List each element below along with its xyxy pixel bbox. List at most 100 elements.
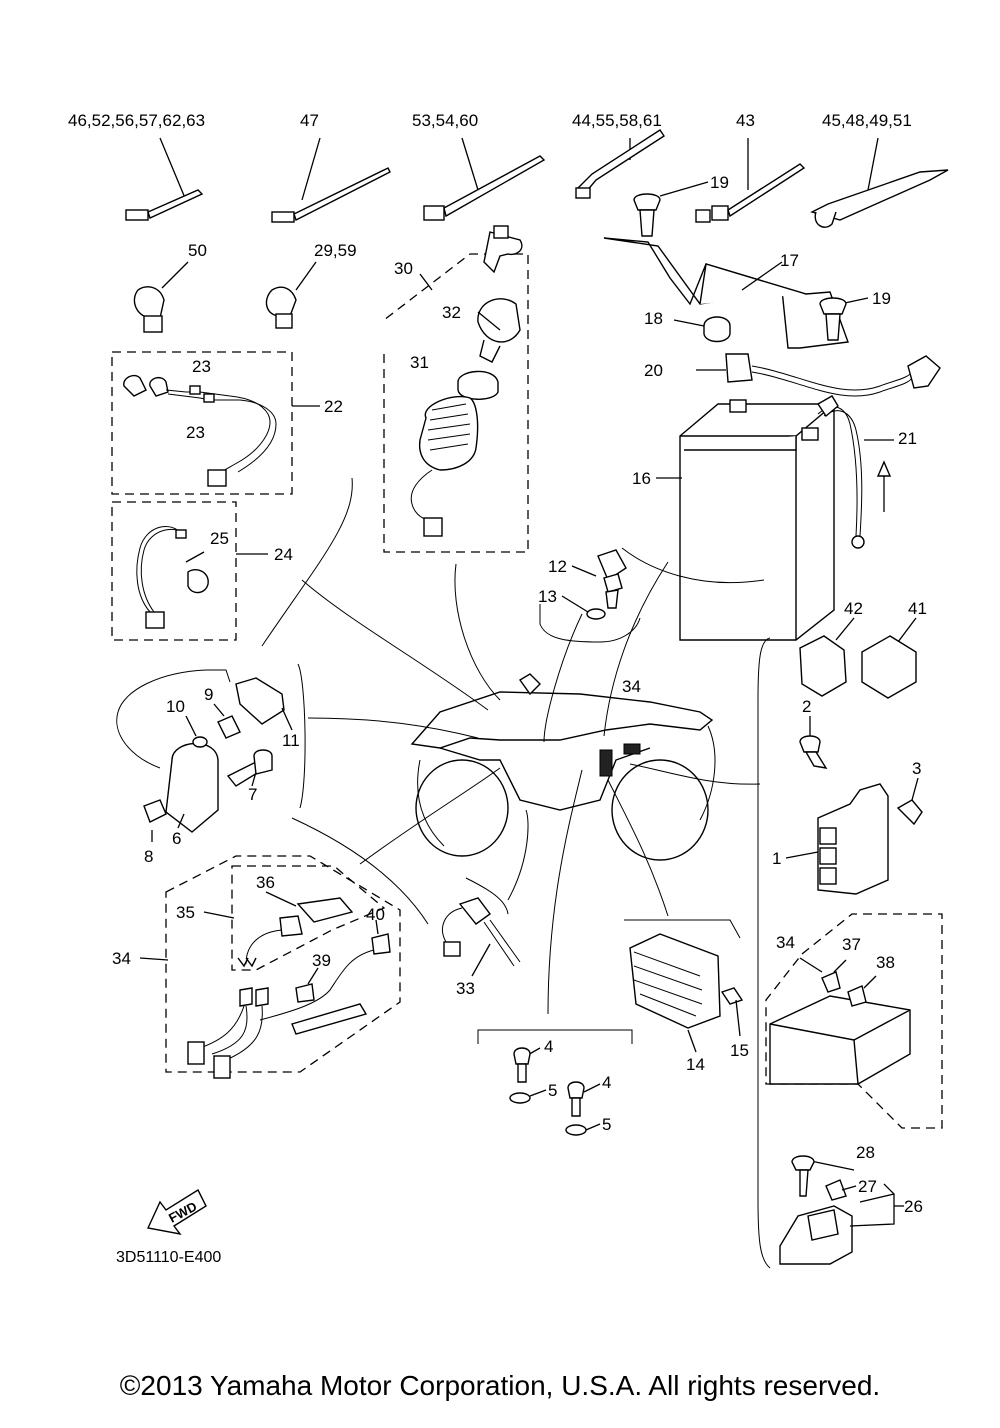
callout-30: 30	[394, 259, 413, 278]
callout-39: 39	[312, 951, 331, 970]
callout-labels: 46,52,56,57,62,63 47 53,54,60 44,55,58,6…	[68, 111, 927, 1216]
callout-1: 1	[772, 849, 781, 868]
callout-42: 42	[844, 599, 863, 618]
callout-26: 26	[904, 1197, 923, 1216]
callout-23b: 23	[186, 423, 205, 442]
leader-lines	[261, 477, 765, 1015]
callout-15: 15	[730, 1041, 749, 1060]
callout-45: 45,48,49,51	[822, 111, 912, 130]
callout-7: 7	[248, 785, 257, 804]
callout-11: 11	[282, 731, 300, 750]
callout-34b: 34	[112, 949, 131, 968]
washer-5b	[565, 1123, 601, 1136]
callout-5b: 5	[602, 1115, 611, 1134]
ignition-coil-6	[116, 669, 285, 833]
callout-12: 12	[548, 557, 567, 576]
callout-8: 8	[144, 847, 153, 866]
group-24	[111, 501, 268, 641]
washer-5a	[509, 1089, 547, 1104]
callout-4a: 4	[544, 1037, 553, 1056]
callout-35: 35	[176, 903, 195, 922]
callout-19b: 19	[872, 289, 891, 308]
callout-37: 37	[842, 935, 861, 954]
group-30	[383, 225, 529, 553]
bolt-15	[720, 987, 744, 1037]
battery-16	[656, 399, 835, 641]
battery-cable-21	[817, 395, 894, 549]
cable-tie-44	[575, 129, 665, 199]
clamp-29	[265, 261, 317, 329]
callout-22: 22	[324, 397, 343, 416]
callout-28: 28	[856, 1143, 875, 1162]
battery-bracket-17	[603, 237, 849, 349]
callout-36: 36	[256, 873, 275, 892]
band-45	[810, 137, 949, 228]
callout-21: 21	[898, 429, 917, 448]
callout-50: 50	[188, 241, 207, 260]
callout-53: 53,54,60	[412, 111, 478, 130]
relay-42	[799, 617, 855, 697]
callout-5a: 5	[548, 1081, 557, 1100]
callout-23a: 23	[192, 357, 211, 376]
callout-13: 13	[538, 587, 557, 606]
bolt-19a	[633, 181, 709, 237]
callout-17: 17	[780, 251, 799, 270]
relay-41	[861, 617, 917, 699]
callout-41: 41	[908, 599, 927, 618]
callout-25: 25	[210, 529, 229, 548]
callout-44: 44,55,58,61	[572, 111, 662, 130]
callout-34a: 34	[622, 677, 641, 696]
cable-tie-53	[423, 137, 546, 221]
plug-9	[213, 703, 241, 739]
bolt-2	[799, 716, 828, 769]
callout-16: 16	[632, 469, 651, 488]
atv-illustration	[410, 673, 716, 861]
bolt-4a	[513, 1047, 541, 1083]
group-34-right	[765, 913, 943, 1129]
callout-27: 27	[858, 1177, 877, 1196]
sensor-12	[571, 549, 627, 609]
callout-29: 29,59	[314, 241, 357, 260]
group-22	[111, 351, 320, 495]
cap-11	[281, 707, 293, 731]
callout-47: 47	[300, 111, 319, 130]
callout-38: 38	[876, 953, 895, 972]
gasket-13	[539, 595, 641, 643]
callout-34c: 34	[776, 933, 795, 952]
callout-20: 20	[644, 361, 663, 380]
fwd-arrow: FWD	[146, 1188, 207, 1236]
callout-2: 2	[802, 697, 811, 716]
washer-10	[185, 715, 208, 748]
callout-46: 46,52,56,57,62,63	[68, 111, 205, 130]
rectifier-14	[624, 919, 741, 1053]
nut-3	[896, 777, 923, 826]
lead-33	[442, 897, 521, 977]
holder-20	[696, 353, 941, 397]
diagram-code: 3D51110-E400	[116, 1249, 221, 1266]
bolt-7	[226, 749, 273, 787]
clamp-50	[133, 261, 189, 333]
starter-relay-26	[779, 1155, 904, 1265]
callout-3: 3	[912, 759, 921, 778]
sleeve-8	[143, 799, 167, 842]
callout-10: 10	[166, 697, 185, 716]
cdi-unit-1	[785, 783, 889, 895]
bolt-4b	[567, 1081, 601, 1117]
damper-18	[673, 316, 731, 343]
callout-14: 14	[686, 1055, 705, 1074]
group-34-left	[139, 855, 401, 1079]
callout-18: 18	[644, 309, 663, 328]
callout-4b: 4	[602, 1073, 611, 1092]
callout-6: 6	[172, 829, 181, 848]
cable-tie-47	[271, 137, 391, 223]
cable-tie-43	[695, 138, 806, 223]
copyright-notice: ©2013 Yamaha Motor Corporation, U.S.A. A…	[119, 1370, 881, 1401]
callout-19a: 19	[710, 173, 729, 192]
bolt-19b	[819, 297, 869, 341]
callout-31: 31	[410, 353, 429, 372]
callout-43: 43	[736, 111, 755, 130]
callout-40: 40	[366, 905, 385, 924]
fwd-label: FWD	[166, 1199, 199, 1226]
